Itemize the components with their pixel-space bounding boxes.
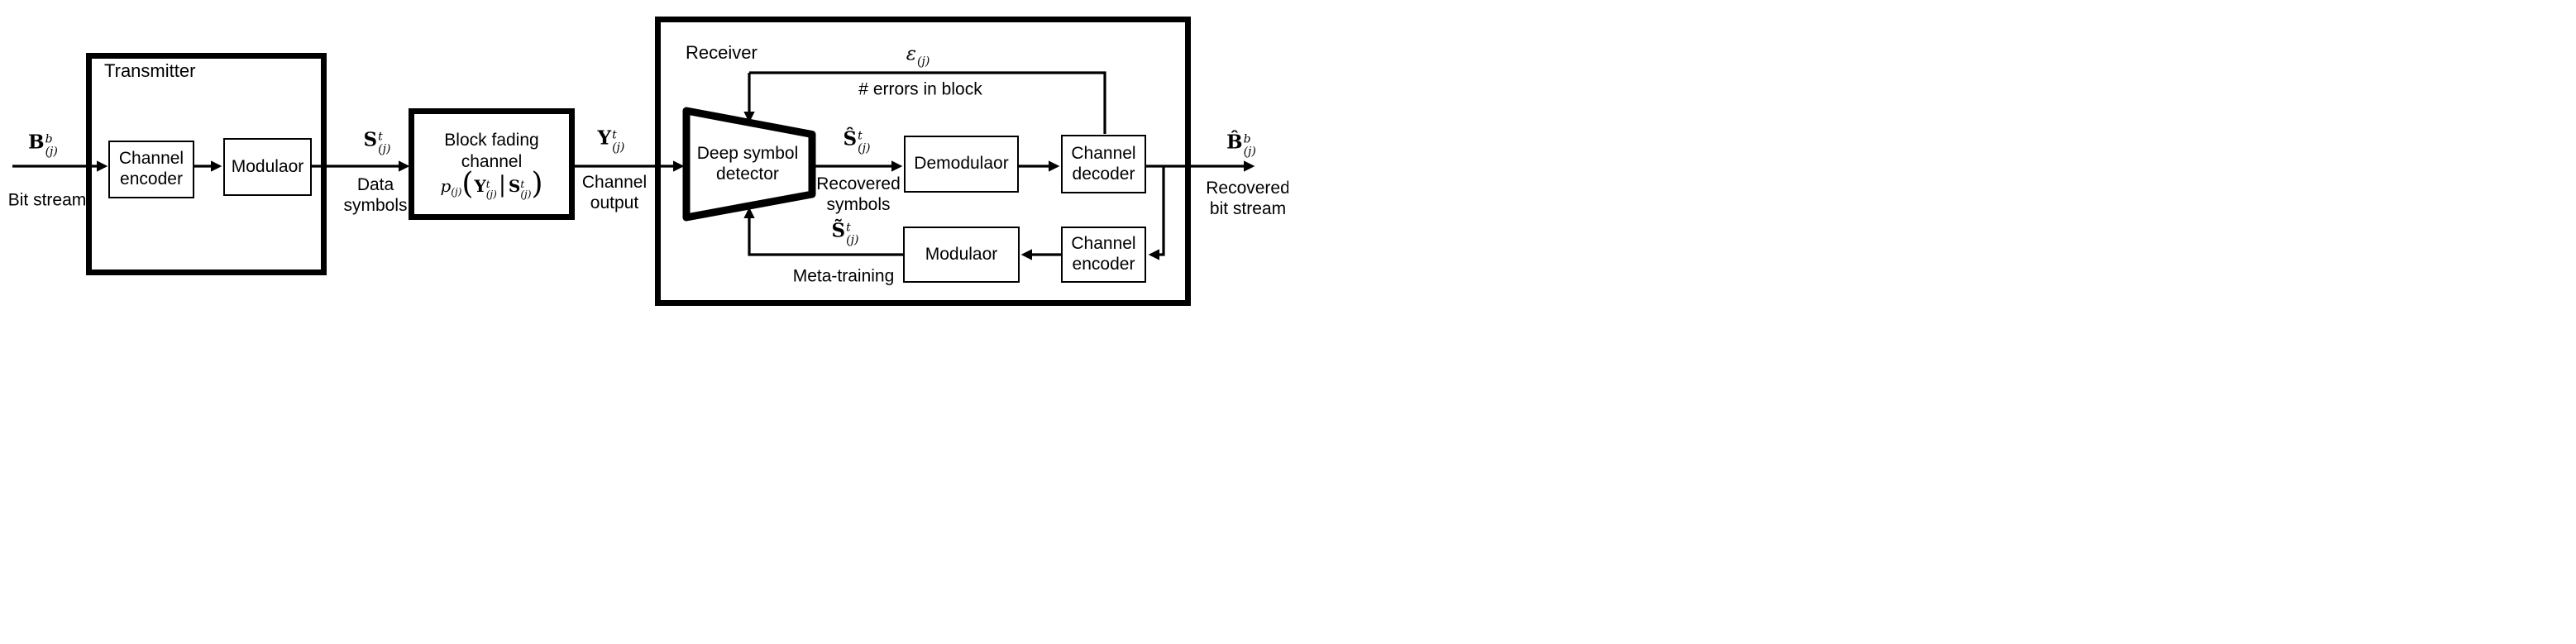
meta-symbols-symbol: S̃ bbox=[831, 219, 846, 242]
recovered-bits-sub: (j) bbox=[1243, 145, 1256, 158]
meta-symbols-sub: (j) bbox=[846, 233, 859, 246]
transmitter-title: Transmitter bbox=[104, 60, 196, 81]
errors-sub: (j) bbox=[917, 55, 930, 68]
formula-s-sub: (j) bbox=[520, 188, 532, 201]
demodulator-label: Demodulaor bbox=[914, 154, 1009, 174]
formula-y-sub: (j) bbox=[485, 188, 497, 201]
recovered-bits-symbol: B̂ bbox=[1226, 131, 1243, 154]
channel-output-symbol: Y bbox=[597, 126, 612, 150]
channel-encoder-tx-label: Channel encoder bbox=[118, 149, 184, 188]
formula-y-scripts: t(j) bbox=[486, 179, 497, 200]
channel-encoder-tx-box: Channel encoder bbox=[108, 141, 194, 198]
formula-p-sub: (j) bbox=[451, 186, 462, 198]
formula-y-symbol: Y bbox=[474, 176, 486, 197]
channel-output-math: Y t(j) bbox=[597, 126, 625, 154]
input-bits-symbol: B bbox=[28, 131, 45, 154]
formula-s-sup: t bbox=[520, 178, 525, 190]
data-symbols-sup: t bbox=[378, 130, 383, 144]
block-fading-channel-label: Block fading channel bbox=[444, 131, 539, 172]
meta-symbols-sup: t bbox=[846, 221, 851, 235]
formula-conditional-bar: | bbox=[498, 172, 506, 198]
recovered-symbols-sub: (j) bbox=[858, 141, 871, 155]
recovered-bits-sup: b bbox=[1243, 132, 1251, 146]
recovered-bits-scripts: b(j) bbox=[1244, 133, 1256, 157]
channel-encoder-rx-label: Channel encoder bbox=[1071, 234, 1136, 274]
formula-open-paren: ( bbox=[461, 166, 474, 201]
diagram-canvas: Transmitter Receiver Block fading channe… bbox=[0, 0, 1288, 322]
channel-encoder-rx-box: Channel encoder bbox=[1061, 227, 1146, 283]
recovered-symbols-symbol: Ŝ bbox=[843, 127, 858, 150]
meta-training-label: Meta-training bbox=[792, 266, 895, 286]
input-bits-sub: (j) bbox=[45, 145, 58, 158]
input-bits-sup: b bbox=[45, 132, 53, 146]
channel-output-scripts: t(j) bbox=[612, 129, 624, 153]
bit-stream-label: Bit stream bbox=[7, 190, 87, 210]
channel-decoder-label: Channel decoder bbox=[1071, 143, 1136, 184]
formula-s-symbol: S bbox=[508, 176, 521, 197]
recovered-symbols-math: Ŝ t(j) bbox=[843, 126, 871, 155]
modulator-rx-box: Modulaor bbox=[903, 227, 1020, 283]
meta-symbols-math: S̃ t(j) bbox=[831, 218, 859, 246]
modulator-tx-box: Modulaor bbox=[223, 138, 312, 196]
recovered-bits-math: B̂ b(j) bbox=[1226, 130, 1256, 158]
meta-symbols-scripts: t(j) bbox=[846, 222, 858, 246]
channel-decoder-box: Channel decoder bbox=[1061, 135, 1146, 193]
formula-close-paren: ) bbox=[531, 166, 543, 201]
channel-output-sub: (j) bbox=[612, 141, 625, 154]
errors-in-block-label: # errors in block bbox=[858, 79, 982, 99]
receiver-title: Receiver bbox=[686, 42, 758, 63]
data-symbols-scripts: t(j) bbox=[378, 131, 390, 155]
errors-math: ε (j) bbox=[906, 43, 930, 68]
transmitter-box bbox=[86, 53, 327, 275]
formula-s-scripts: t(j) bbox=[520, 179, 531, 200]
input-bits-scripts: b(j) bbox=[45, 133, 58, 157]
modulator-rx-label: Modulaor bbox=[925, 244, 998, 264]
channel-output-sup: t bbox=[612, 128, 617, 142]
recovered-bit-stream-label: Recovered bit stream bbox=[1206, 178, 1288, 218]
data-symbols-sub: (j) bbox=[378, 142, 391, 155]
data-symbols-math: S t(j) bbox=[363, 127, 391, 155]
recovered-symbols-scripts: t(j) bbox=[858, 130, 870, 154]
errors-symbol: ε bbox=[906, 43, 917, 65]
recovered-symbols-label: Recovered symbols bbox=[816, 174, 901, 214]
deep-symbol-detector-label: Deep symbol detector bbox=[696, 143, 799, 184]
receiver-box bbox=[655, 17, 1191, 306]
data-symbols-label: Data symbols bbox=[343, 174, 408, 215]
modulator-tx-label: Modulaor bbox=[231, 156, 304, 176]
demodulator-box: Demodulaor bbox=[904, 136, 1019, 193]
recovered-symbols-sup: t bbox=[858, 129, 863, 143]
channel-output-label: Channel output bbox=[581, 172, 648, 212]
formula-p: p bbox=[440, 176, 452, 197]
data-symbols-symbol: S bbox=[363, 128, 378, 151]
input-bits-math: B b(j) bbox=[28, 130, 58, 158]
formula-y-sup: t bbox=[485, 178, 490, 190]
